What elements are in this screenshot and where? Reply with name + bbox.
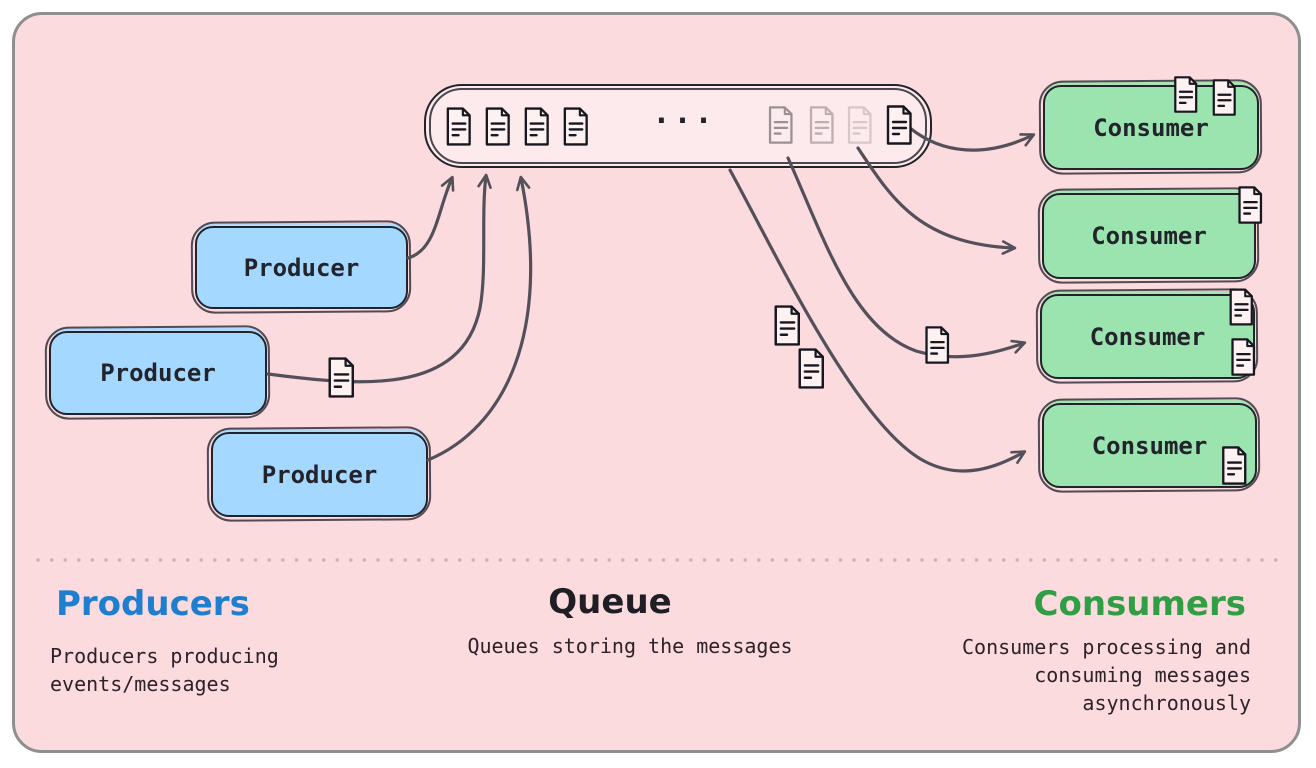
message-icon <box>443 106 474 147</box>
consumer-node-2: Consumer <box>1042 193 1256 279</box>
message-icon <box>883 103 915 147</box>
consumer-label: Consumer <box>1089 322 1206 351</box>
producer-node-3: Producer <box>211 432 428 517</box>
queue-description: Queues storing the messages <box>467 634 793 658</box>
producer-label: Producer <box>243 253 360 282</box>
arrow-queue-to-consumer4 <box>728 168 1027 473</box>
producer-node-2: Producer <box>49 331 267 415</box>
message-icon <box>1170 75 1201 114</box>
message-icon <box>521 106 552 147</box>
producer-label: Producer <box>261 460 378 489</box>
queue-ellipsis: ... <box>652 96 716 131</box>
consumer-node-4: Consumer <box>1042 403 1257 488</box>
message-icon-faded <box>806 105 837 145</box>
message-icon-faded <box>765 105 796 145</box>
message-icon <box>920 325 954 365</box>
consumer-label: Consumer <box>1093 113 1209 142</box>
message-icon-faded <box>844 105 875 145</box>
consumer-node-1: Consumer <box>1043 85 1259 170</box>
message-icon <box>1234 185 1266 225</box>
consumer-label: Consumer <box>1091 431 1208 460</box>
message-icon <box>769 304 805 347</box>
consumers-heading: Consumers <box>1033 584 1246 624</box>
message-icon <box>482 106 513 147</box>
queue-heading: Queue <box>548 582 672 622</box>
producers-description: Producers producing events/messages <box>50 644 279 696</box>
arrow-producer1-to-queue <box>406 175 455 260</box>
arrow-queue-to-consumer3 <box>786 156 1027 359</box>
arrow-producer3-to-queue <box>426 175 533 462</box>
arrow-queue-to-consumer2 <box>856 146 1017 255</box>
message-icon <box>1227 337 1259 377</box>
producer-label: Producer <box>100 359 216 387</box>
arrow-queue-to-consumer1 <box>908 126 1036 152</box>
producers-heading: Producers <box>56 584 250 624</box>
message-icon <box>793 347 829 390</box>
message-icon <box>1208 78 1240 117</box>
producer-node-1: Producer <box>195 226 408 309</box>
consumers-description: Consumers processing and consuming messa… <box>962 635 1251 715</box>
message-icon <box>1226 287 1256 327</box>
consumer-label: Consumer <box>1091 222 1207 250</box>
message-icon <box>1217 445 1251 486</box>
message-icon <box>324 356 358 399</box>
consumer-node-3: Consumer <box>1040 294 1255 379</box>
message-icon <box>560 106 591 147</box>
arrow-producer2-to-queue <box>266 173 492 384</box>
